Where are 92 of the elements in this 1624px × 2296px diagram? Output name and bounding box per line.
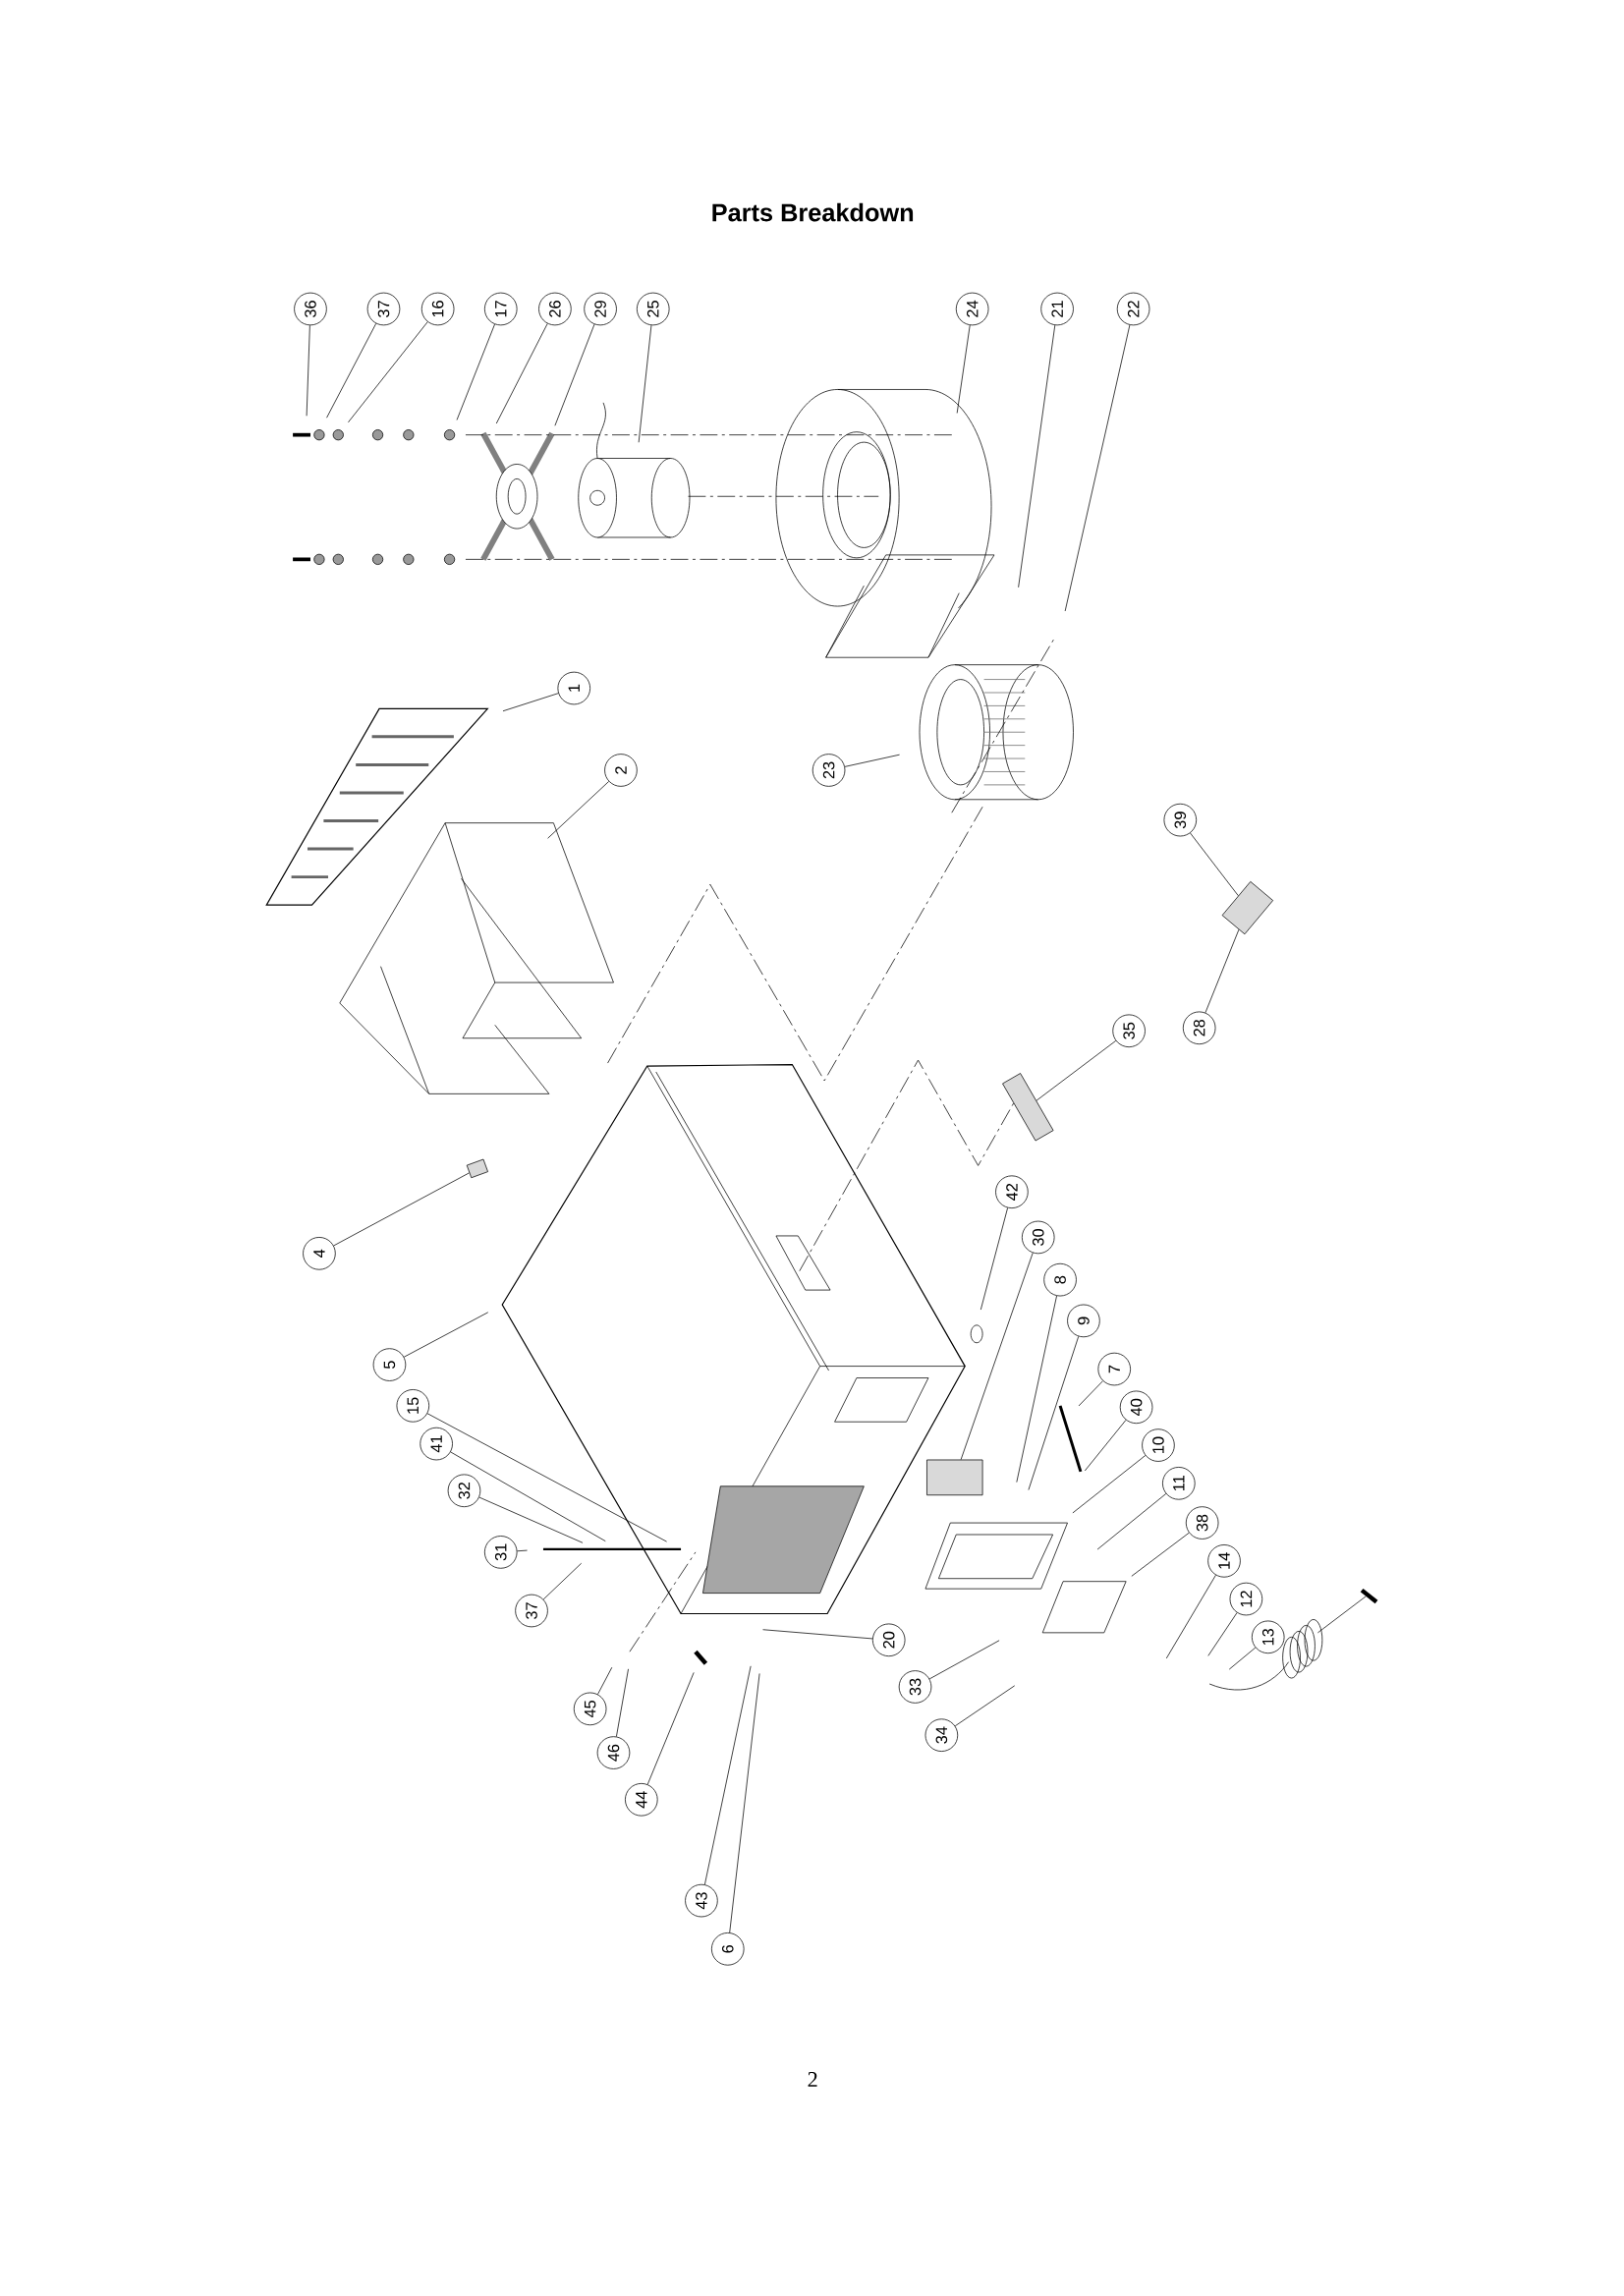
leader-line xyxy=(1207,1612,1238,1656)
leader-line xyxy=(1078,1380,1103,1407)
leader-line xyxy=(729,1673,760,1933)
callout-number: 6 xyxy=(711,1932,745,1966)
callout-number: 12 xyxy=(1229,1582,1263,1616)
handle-part xyxy=(1002,1073,1054,1142)
leader-line xyxy=(1018,324,1056,588)
leader-line xyxy=(844,754,900,767)
leader-line xyxy=(1204,928,1240,1014)
leader-line xyxy=(1028,1335,1080,1490)
callout-number: 29 xyxy=(584,292,617,326)
leader-line xyxy=(333,1172,470,1247)
leader-line xyxy=(547,781,610,839)
leader-line xyxy=(1084,1420,1127,1472)
leader-line xyxy=(1131,1532,1190,1577)
page-number: 2 xyxy=(808,2072,817,2087)
callout-number: 46 xyxy=(596,1736,631,1769)
callout-number: 21 xyxy=(1040,292,1074,326)
leader-line xyxy=(928,1640,1000,1680)
leader-line xyxy=(956,324,971,414)
callout-number: 37 xyxy=(515,1594,548,1628)
leader-line xyxy=(616,1668,629,1737)
callout-number: 41 xyxy=(420,1427,453,1461)
leader-line xyxy=(980,1207,1009,1311)
leader-line xyxy=(306,324,310,417)
leader-line xyxy=(542,1562,583,1600)
clip-part xyxy=(466,1158,488,1179)
leader-line xyxy=(456,323,495,420)
callout-number: 4 xyxy=(303,1237,336,1270)
callout-number: 25 xyxy=(637,292,670,326)
leader-line xyxy=(495,323,548,424)
leader-line xyxy=(348,321,428,423)
callout-number: 38 xyxy=(1185,1506,1219,1540)
leader-line xyxy=(502,693,559,712)
callout-number: 42 xyxy=(995,1175,1029,1208)
callout-number: 39 xyxy=(1163,803,1198,837)
callout-number: 37 xyxy=(366,292,401,326)
leader-line xyxy=(478,1496,584,1543)
callout-number: 22 xyxy=(1116,292,1150,326)
remote-control xyxy=(1221,881,1274,935)
leader-line xyxy=(1096,1493,1167,1550)
leader-line xyxy=(960,1252,1034,1460)
leader-line xyxy=(326,322,377,419)
callout-number: 35 xyxy=(1112,1014,1146,1048)
leader-line xyxy=(450,1451,606,1542)
callout-number: 40 xyxy=(1119,1390,1153,1425)
callout-number: 24 xyxy=(955,292,989,326)
leader-line xyxy=(954,1685,1016,1727)
callout-number: 26 xyxy=(538,292,572,326)
callout-number: 10 xyxy=(1142,1428,1175,1462)
callout-number: 2 xyxy=(604,754,638,787)
callout-number: 8 xyxy=(1043,1262,1077,1297)
callout-number: 9 xyxy=(1067,1304,1100,1338)
circuit-board xyxy=(926,1459,983,1496)
leader-line xyxy=(646,1672,695,1785)
callout-number: 11 xyxy=(1162,1467,1196,1500)
callout-number: 33 xyxy=(898,1670,932,1704)
callout-number: 23 xyxy=(812,754,846,787)
leader-line xyxy=(1072,1455,1147,1514)
callout-number: 31 xyxy=(484,1536,518,1569)
callout-number: 30 xyxy=(1022,1220,1055,1255)
leader-line xyxy=(554,323,595,426)
callout-number: 1 xyxy=(557,671,591,705)
leader-line xyxy=(1036,1040,1117,1101)
callout-number: 16 xyxy=(420,292,455,326)
leader-line xyxy=(403,1312,489,1358)
leader-line xyxy=(1228,1647,1257,1670)
leader-line xyxy=(704,1665,752,1885)
callout-number: 14 xyxy=(1207,1544,1241,1578)
callout-number: 28 xyxy=(1182,1011,1216,1045)
callout-number: 34 xyxy=(924,1718,959,1752)
leader-line xyxy=(762,1629,873,1640)
title: Parts Breakdown xyxy=(712,202,914,222)
leader-line xyxy=(1016,1295,1057,1483)
callout-number: 45 xyxy=(573,1692,607,1726)
leader-line xyxy=(426,1413,668,1542)
leader-line xyxy=(638,324,652,443)
callout-number: 36 xyxy=(294,292,327,326)
leader-line xyxy=(1165,1574,1216,1659)
callout-number: 5 xyxy=(372,1348,407,1381)
callout-number: 7 xyxy=(1097,1352,1132,1386)
leader-line xyxy=(517,1549,528,1552)
callout-number: 44 xyxy=(625,1783,658,1817)
callout-number: 32 xyxy=(447,1474,481,1508)
callout-number: 17 xyxy=(484,292,518,326)
leader-line xyxy=(1190,832,1239,897)
callout-number: 15 xyxy=(396,1389,430,1423)
callout-number: 13 xyxy=(1252,1620,1285,1654)
callout-number: 20 xyxy=(871,1623,906,1657)
leader-line xyxy=(597,1666,613,1695)
callout-number: 43 xyxy=(685,1883,718,1918)
leader-line xyxy=(1064,324,1131,612)
